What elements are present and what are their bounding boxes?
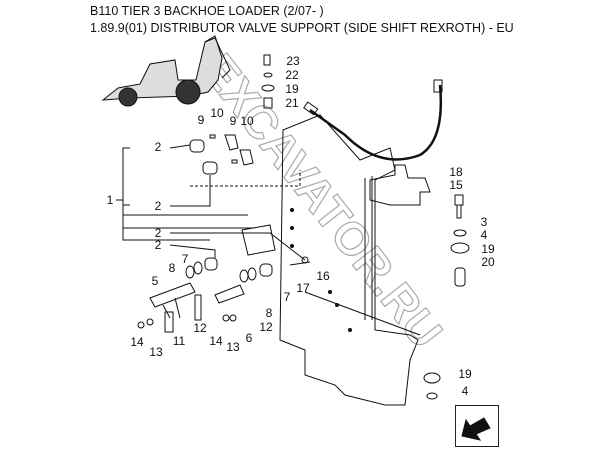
callout: 23 (286, 54, 300, 68)
model-title: B110 TIER 3 BACKHOE LOADER (2/07- ) (90, 4, 324, 18)
section-title: 1.89.9(01) DISTRIBUTOR VALVE SUPPORT (SI… (90, 21, 514, 35)
callout: 5 (151, 274, 159, 288)
watermark-text: EXCAVATOR.RU (192, 44, 453, 357)
callout: 9 (197, 113, 205, 127)
callout: 19 (285, 82, 299, 96)
backhoe-thumbnail (101, 35, 231, 107)
callout: 1 (106, 193, 114, 207)
watermark: EXCAVATOR.RU (192, 44, 454, 358)
callout: 22 (285, 68, 299, 82)
callout: 17 (296, 281, 310, 295)
next-page-button[interactable] (455, 405, 499, 447)
callout: 18 (449, 165, 463, 179)
callout: 2 (154, 226, 162, 240)
callout: 4 (461, 384, 469, 398)
callout: 20 (481, 255, 495, 269)
callout: 2 (154, 140, 162, 154)
callout: 2 (154, 238, 162, 252)
callout: 16 (316, 269, 330, 283)
callout: 2 (154, 199, 162, 213)
support-plate (279, 114, 421, 406)
callout: 13 (226, 340, 240, 354)
callout: 10 (210, 106, 224, 120)
callout: 4 (480, 228, 488, 242)
callout: 7 (283, 290, 291, 304)
callout: 13 (149, 345, 163, 359)
callout: 15 (449, 178, 463, 192)
callout: 14 (209, 334, 223, 348)
callout: 12 (193, 321, 207, 335)
callout: 14 (130, 335, 144, 349)
callout: 11 (172, 334, 186, 348)
callout: 8 (168, 261, 176, 275)
callout: 10 (240, 114, 254, 128)
callout: 9 (229, 114, 237, 128)
group-bracket (122, 147, 255, 241)
cable (309, 84, 442, 161)
bracket-15 (369, 164, 431, 206)
callout: 7 (181, 252, 189, 266)
callout: 19 (481, 242, 495, 256)
callout: 8 (265, 306, 273, 320)
next-page-arrow-icon (461, 417, 491, 441)
callout: 12 (259, 320, 273, 334)
callout: 6 (245, 331, 253, 345)
callout: 19 (458, 367, 472, 381)
callout: 3 (480, 215, 488, 229)
callout: 21 (285, 96, 299, 110)
